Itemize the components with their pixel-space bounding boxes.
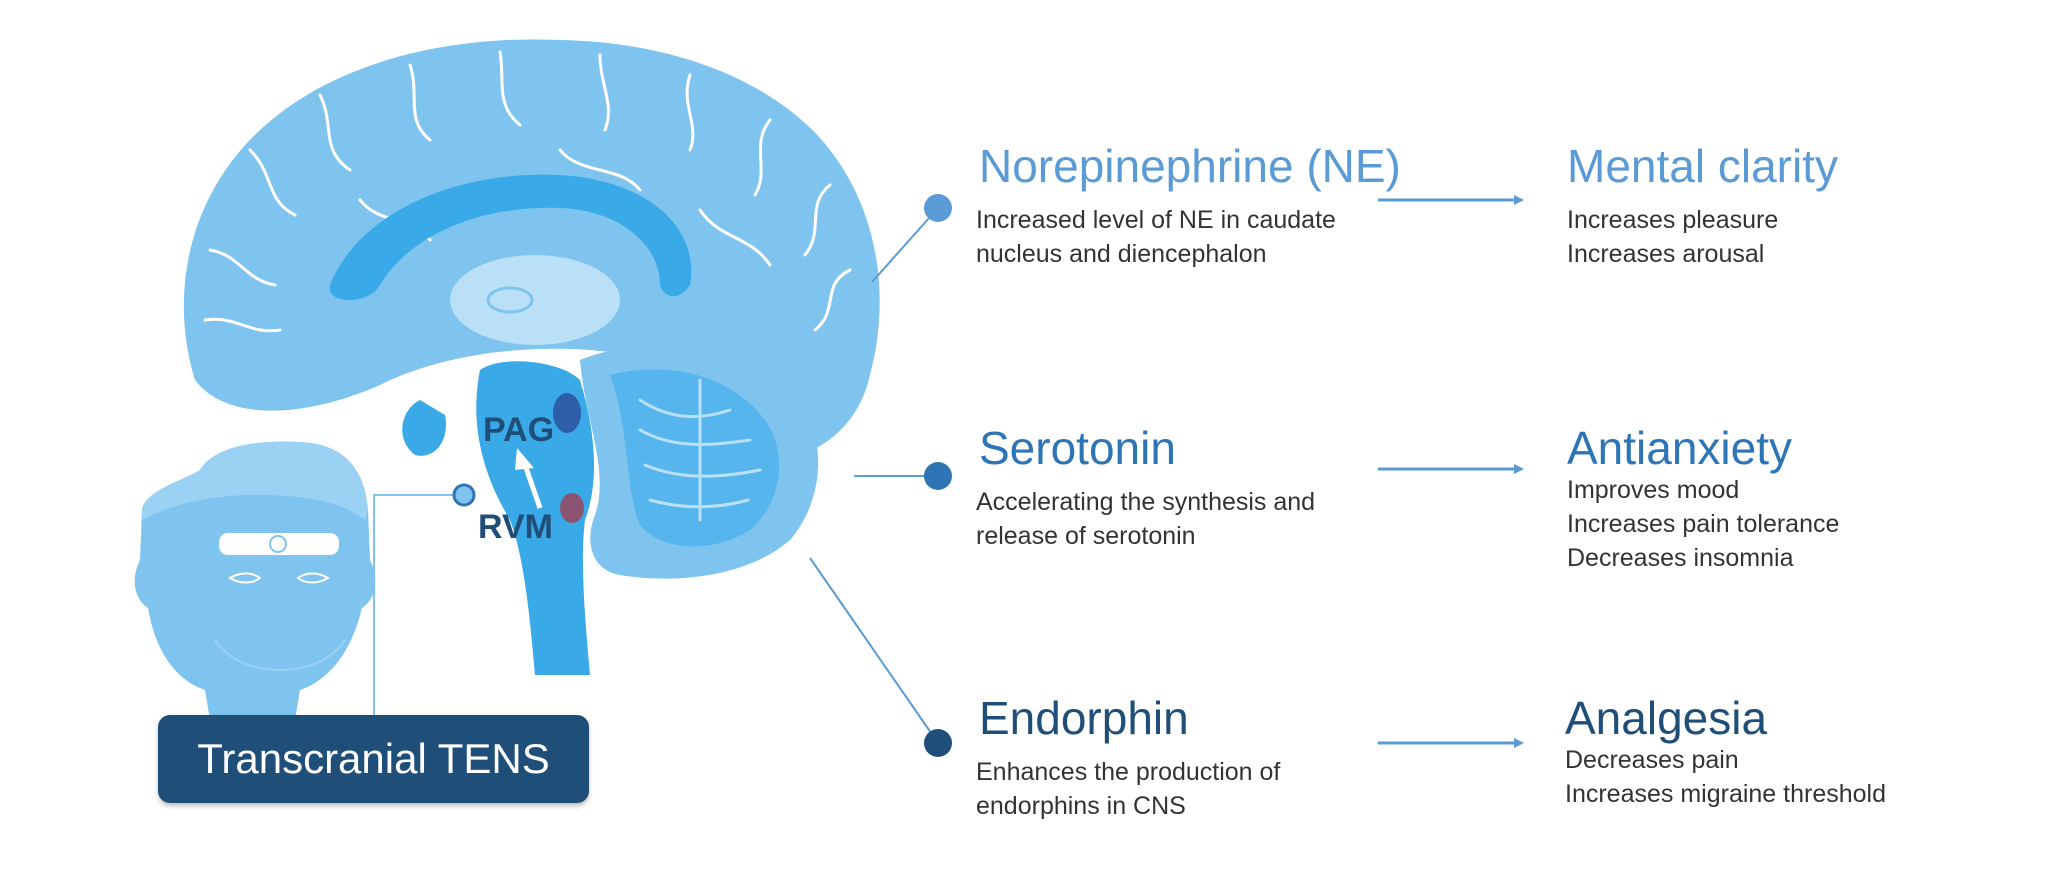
tens-device [217,531,341,557]
transcranial-tens-badge: Transcranial TENS [158,715,589,803]
pag-rvm-arrow [521,461,543,509]
brainstem [476,361,595,675]
dot-endorphin [924,729,952,757]
pag-label: PAG [483,411,554,449]
pathway-serotonin-description: Accelerating the synthesis and release o… [976,488,1316,550]
effect-serotonin-details: Improves mood Increases pain tolerance D… [1567,476,1840,572]
effect-ne-title: Mental clarity [1567,140,1838,192]
cerebrum [183,39,880,455]
leader-endorphin [809,557,939,744]
rvm-label: RVM [478,508,553,546]
pathway-serotonin-title: Serotonin [979,422,1176,474]
pathway-ne-title: Norepinephrine (NE) [979,140,1401,192]
pathway-endorphin-description: Enhances the production of endorphins in… [976,758,1281,820]
effect-endorphin-details: Decreases pain Increases migraine thresh… [1565,746,1886,808]
dot-serotonin [924,462,952,490]
leader-ne [871,207,939,283]
pathway-endorphin-title: Endorphin [979,692,1189,744]
effect-ne-details: Increases pleasure Increases arousal [1567,206,1779,268]
pituitary [402,400,446,456]
pathway-ne-description: Increased level of NE in caudate nucleus… [976,206,1336,268]
effect-serotonin-title: Antianxiety [1567,422,1793,474]
dot-ne [924,194,952,222]
effect-endorphin-title: Analgesia [1565,692,1768,744]
transcranial-tens-label: Transcranial TENS [197,735,550,782]
device-connector [373,494,463,716]
thalamus [450,255,620,345]
pag-dot [553,393,581,433]
rvm-dot [560,493,584,523]
corpus-callosum [329,174,692,300]
